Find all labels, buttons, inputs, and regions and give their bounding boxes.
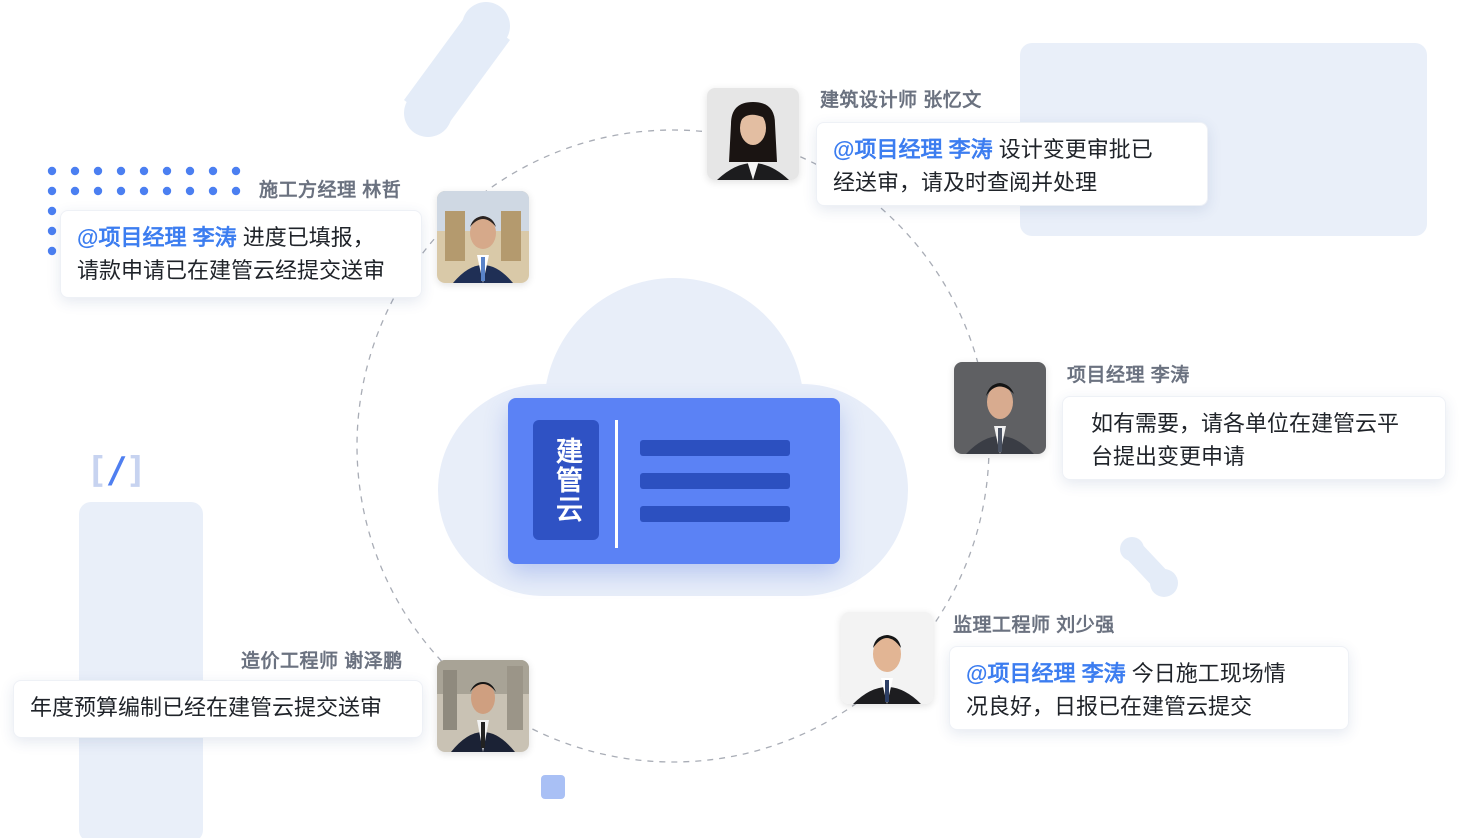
- grid-dot: [208, 186, 218, 196]
- grid-dot: [116, 186, 126, 196]
- message-line2: 台提出变更申请: [1091, 444, 1246, 469]
- card-line-3: [640, 506, 790, 522]
- name-label-xie: 造价工程师 谢泽鹏: [241, 651, 403, 672]
- avatar-li: [954, 362, 1046, 454]
- card-line-2: [640, 473, 790, 489]
- message-line2: 况良好，日报已在建管云提交: [966, 694, 1253, 719]
- center-platform-card: 建管云: [508, 398, 840, 564]
- code-bracket-icon: [/]: [86, 450, 147, 491]
- dot-grid-icon: [47, 166, 241, 256]
- message-bubble-liu: @项目经理 李涛 今日施工现场情 况良好，日报已在建管云提交: [949, 646, 1349, 730]
- small-molecule-icon: [1120, 537, 1178, 597]
- message-line2: 请款申请已在建管云经提交送审: [77, 258, 386, 283]
- name-label-li: 项目经理 李涛: [1067, 365, 1190, 386]
- grid-dot: [47, 226, 57, 236]
- grid-dot: [185, 186, 195, 196]
- mention-tag: @项目经理 李涛: [966, 661, 1126, 686]
- grid-dot: [231, 166, 241, 176]
- grid-dot: [139, 186, 149, 196]
- grid-dot: [162, 166, 172, 176]
- grid-dot: [47, 206, 57, 216]
- avatar-xie: [437, 660, 529, 752]
- grid-dot: [70, 186, 80, 196]
- mention-tag: @项目经理 李涛: [77, 225, 237, 250]
- avatar-zhang: [707, 88, 799, 180]
- platform-logo: 建管云: [533, 420, 599, 540]
- decor-panel-bottom-left: [79, 502, 203, 838]
- grid-dot: [208, 166, 218, 176]
- grid-dot: [70, 166, 80, 176]
- grid-dot: [93, 166, 103, 176]
- message-line1: 设计变更审批已: [998, 137, 1153, 162]
- molecule-icon: [404, 2, 510, 137]
- card-line-1: [640, 440, 790, 456]
- card-divider: [615, 420, 618, 548]
- grid-dot: [47, 166, 57, 176]
- grid-dot: [47, 246, 57, 256]
- message-bubble-zhang: @项目经理 李涛 设计变更审批已 经送审，请及时查阅并处理: [816, 122, 1208, 206]
- grid-dot: [162, 186, 172, 196]
- name-label-liu: 监理工程师 刘少强: [953, 615, 1115, 636]
- grid-dot: [47, 186, 57, 196]
- platform-logo-text: 建管云: [551, 436, 582, 524]
- avatar-lin: [437, 191, 529, 283]
- message-line1: 年度预算编制已经在建管云提交送审: [30, 695, 383, 720]
- message-bubble-xie: 年度预算编制已经在建管云提交送审: [13, 680, 423, 738]
- message-line1: 今日施工现场情: [1131, 661, 1286, 686]
- message-line2: 经送审，请及时查阅并处理: [833, 170, 1098, 195]
- message-line1: 进度已填报，: [242, 225, 375, 250]
- grid-dot: [231, 186, 241, 196]
- mention-tag: @项目经理 李涛: [833, 137, 993, 162]
- message-bubble-li: 如有需要，请各单位在建管云平 台提出变更申请: [1062, 396, 1446, 480]
- name-label-lin: 施工方经理 林哲: [259, 180, 402, 201]
- name-label-zhang: 建筑设计师 张忆文: [820, 90, 982, 111]
- grid-dot: [139, 166, 149, 176]
- avatar-liu: [841, 612, 933, 704]
- message-bubble-lin: @项目经理 李涛 进度已填报， 请款申请已在建管云经提交送审: [60, 210, 422, 298]
- message-line1: 如有需要，请各单位在建管云平: [1091, 411, 1400, 436]
- grid-dot: [93, 186, 103, 196]
- decor-square: [541, 775, 565, 799]
- grid-dot: [185, 166, 195, 176]
- grid-dot: [116, 166, 126, 176]
